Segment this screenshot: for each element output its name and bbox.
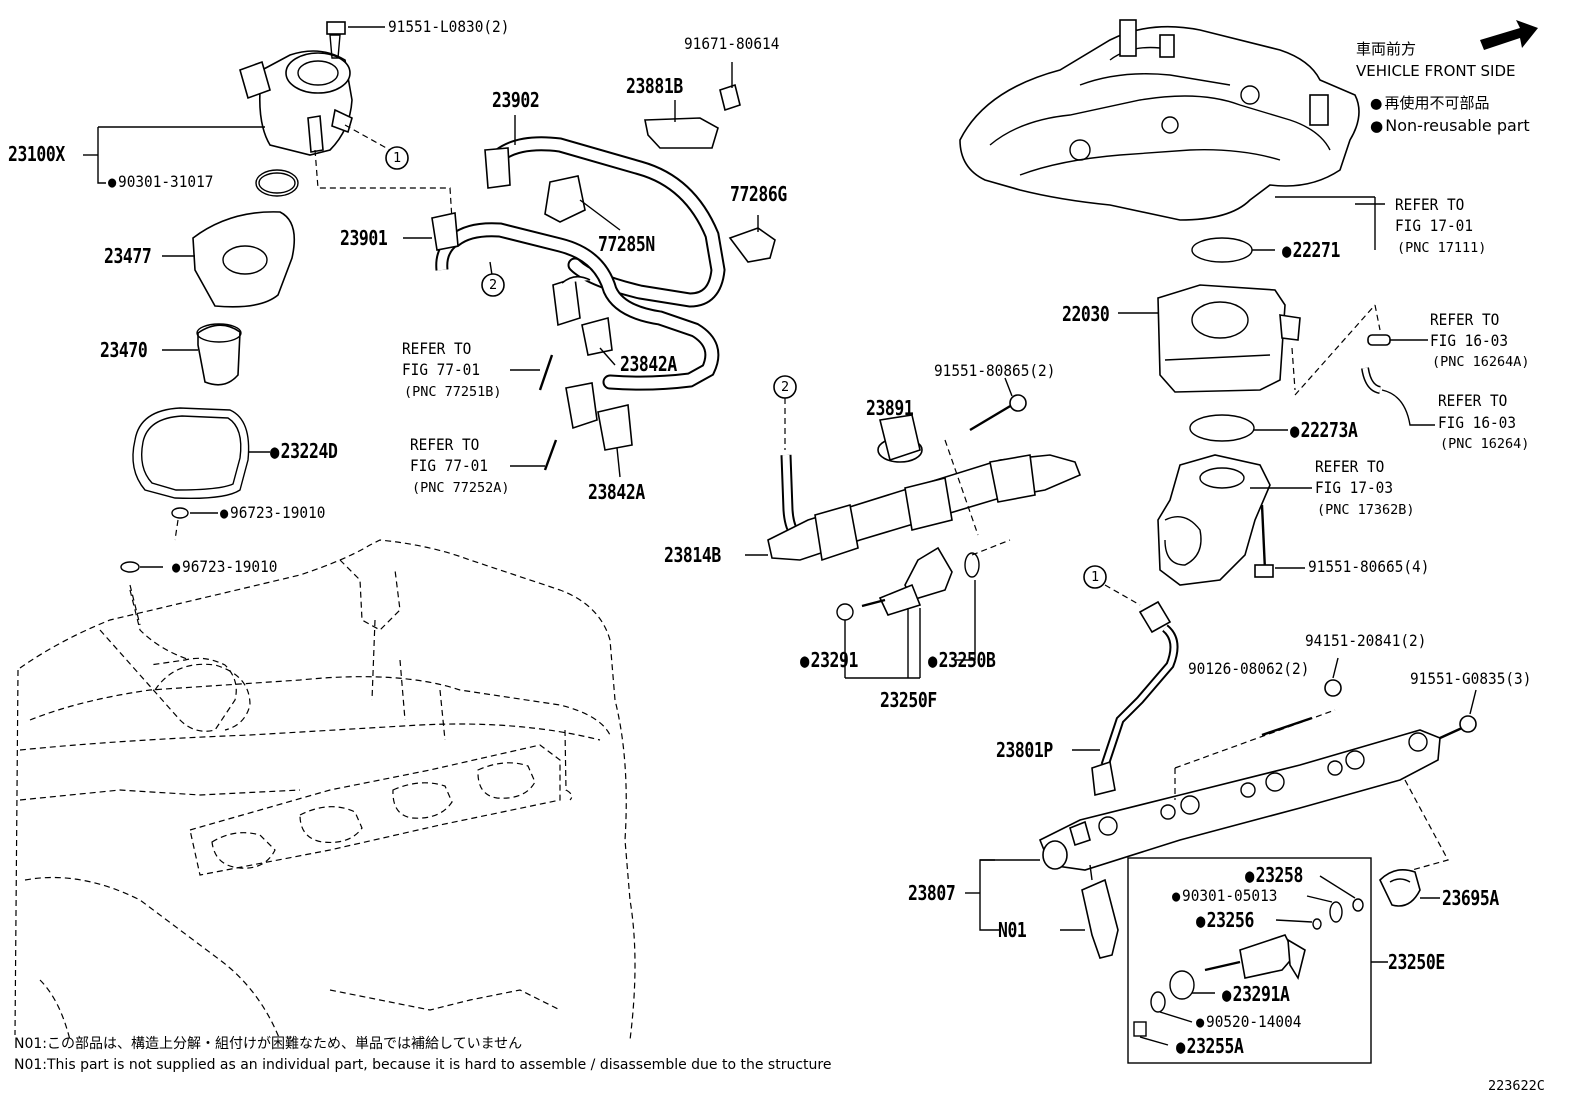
delivery-pipe-23814B-drawing xyxy=(745,375,1082,679)
part-label-23901: 23901 xyxy=(340,226,388,250)
callout-1-right: 1 xyxy=(1091,569,1100,585)
ref-17362B-line1: REFER TO xyxy=(1315,457,1385,476)
ref-17362B-line3: (PNC 17362B) xyxy=(1317,502,1415,518)
ref-77252A-line3: (PNC 77252A) xyxy=(412,480,510,496)
part-label-96723-19010-lower: 96723-19010 xyxy=(172,557,277,576)
part-label-96723-19010-upper: 96723-19010 xyxy=(220,503,325,522)
callout-1-upper: 1 xyxy=(393,150,402,166)
fuel-pump-drawing xyxy=(83,21,453,626)
part-label-90520-14004: 90520-14004 xyxy=(1196,1012,1301,1031)
ref-17111-line2: FIG 17-01 xyxy=(1395,216,1474,235)
intake-manifold-drawing xyxy=(959,19,1538,586)
part-label-23814B: 23814B xyxy=(664,543,721,567)
part-label-23695A: 23695A xyxy=(1442,886,1499,910)
ref-16264A-line1: REFER TO xyxy=(1430,310,1500,329)
fuel-rail-23807-drawing xyxy=(965,565,1477,1064)
part-label-23807: 23807 xyxy=(908,881,956,905)
part-label-23291: 23291 xyxy=(800,648,859,672)
part-label-N01: N01 xyxy=(998,918,1027,942)
part-label-23881B: 23881B xyxy=(626,74,683,98)
part-label-23842A-lower: 23842A xyxy=(588,480,645,504)
part-label-77285N: 77285N xyxy=(598,232,655,256)
part-label-90126-08062: 90126-08062(2) xyxy=(1188,659,1310,678)
ref-16264-line3: (PNC 16264) xyxy=(1440,436,1530,452)
part-label-23477: 23477 xyxy=(104,244,152,268)
part-label-91551-80865: 91551-80865(2) xyxy=(934,361,1056,380)
ref-17111-line1: REFER TO xyxy=(1395,195,1465,214)
part-label-23256: 23256 xyxy=(1196,908,1255,932)
footnote-n01-jp: N01:この部品は、構造上分解・組付けが困難なため、単品では補給していません xyxy=(14,1036,523,1052)
figure-id: 223622C xyxy=(1488,1078,1545,1094)
part-label-23902: 23902 xyxy=(492,88,540,112)
ref-77252A-line2: FIG 77-01 xyxy=(410,456,489,475)
part-label-23250B: 23250B xyxy=(928,648,996,672)
part-label-22271: 22271 xyxy=(1282,238,1341,262)
part-label-91551-G0835: 91551-G0835(3) xyxy=(1410,669,1532,688)
part-label-22030: 22030 xyxy=(1062,302,1110,326)
legend-nonreuse-jp: 再使用不可部品 xyxy=(1370,92,1489,113)
part-label-23842A-upper: 23842A xyxy=(620,352,677,376)
footnote-n01-en: N01:This part is not supplied as an indi… xyxy=(14,1057,832,1073)
part-label-91551-80665: 91551-80665(4) xyxy=(1308,557,1430,576)
ref-77251B-line2: FIG 77-01 xyxy=(402,360,481,379)
part-label-91671-80614: 91671-80614 xyxy=(684,34,780,53)
part-label-23891: 23891 xyxy=(866,396,914,420)
part-label-22273A: 22273A xyxy=(1290,418,1358,442)
ref-16264-line1: REFER TO xyxy=(1438,391,1508,410)
ref-16264A-line2: FIG 16-03 xyxy=(1430,331,1509,350)
part-label-94151-20841: 94151-20841(2) xyxy=(1305,631,1427,650)
ref-77251B-line3: (PNC 77251B) xyxy=(404,384,502,400)
part-label-23801P: 23801P xyxy=(996,738,1053,762)
part-label-23250E: 23250E xyxy=(1388,950,1445,974)
part-label-23255A: 23255A xyxy=(1176,1034,1244,1058)
part-label-77286G: 77286G xyxy=(730,182,787,206)
ref-77252A-line1: REFER TO xyxy=(410,435,480,454)
part-label-90301-05013: 90301-05013 xyxy=(1172,886,1277,905)
part-label-23291A: 23291A xyxy=(1222,982,1290,1006)
part-label-91551-L0830: 91551-L0830(2) xyxy=(388,17,510,36)
legend-nonreuse-en: Non-reusable part xyxy=(1370,116,1529,135)
callout-2-upper: 2 xyxy=(489,277,498,293)
hose-drawing xyxy=(385,62,776,478)
legend-front-en: VEHICLE FRONT SIDE xyxy=(1356,62,1516,80)
part-label-23224D: 23224D xyxy=(270,439,338,463)
ref-16264-line2: FIG 16-03 xyxy=(1438,413,1517,432)
ref-17362B-line2: FIG 17-03 xyxy=(1315,478,1394,497)
ref-77251B-line1: REFER TO xyxy=(402,339,472,358)
ref-17111-line3: (PNC 17111) xyxy=(1397,240,1487,256)
part-label-23258: 23258 xyxy=(1245,863,1304,887)
ref-16264A-line3: (PNC 16264A) xyxy=(1432,354,1530,370)
legend-front-jp: 車両前方 xyxy=(1356,40,1417,58)
callout-2-center: 2 xyxy=(781,379,790,395)
part-label-23100X: 23100X xyxy=(8,142,65,166)
part-label-23470: 23470 xyxy=(100,338,148,362)
engine-block-drawing xyxy=(14,539,636,1041)
part-label-23250F: 23250F xyxy=(880,688,937,712)
part-label-90301-31017: 90301-31017 xyxy=(108,172,213,191)
